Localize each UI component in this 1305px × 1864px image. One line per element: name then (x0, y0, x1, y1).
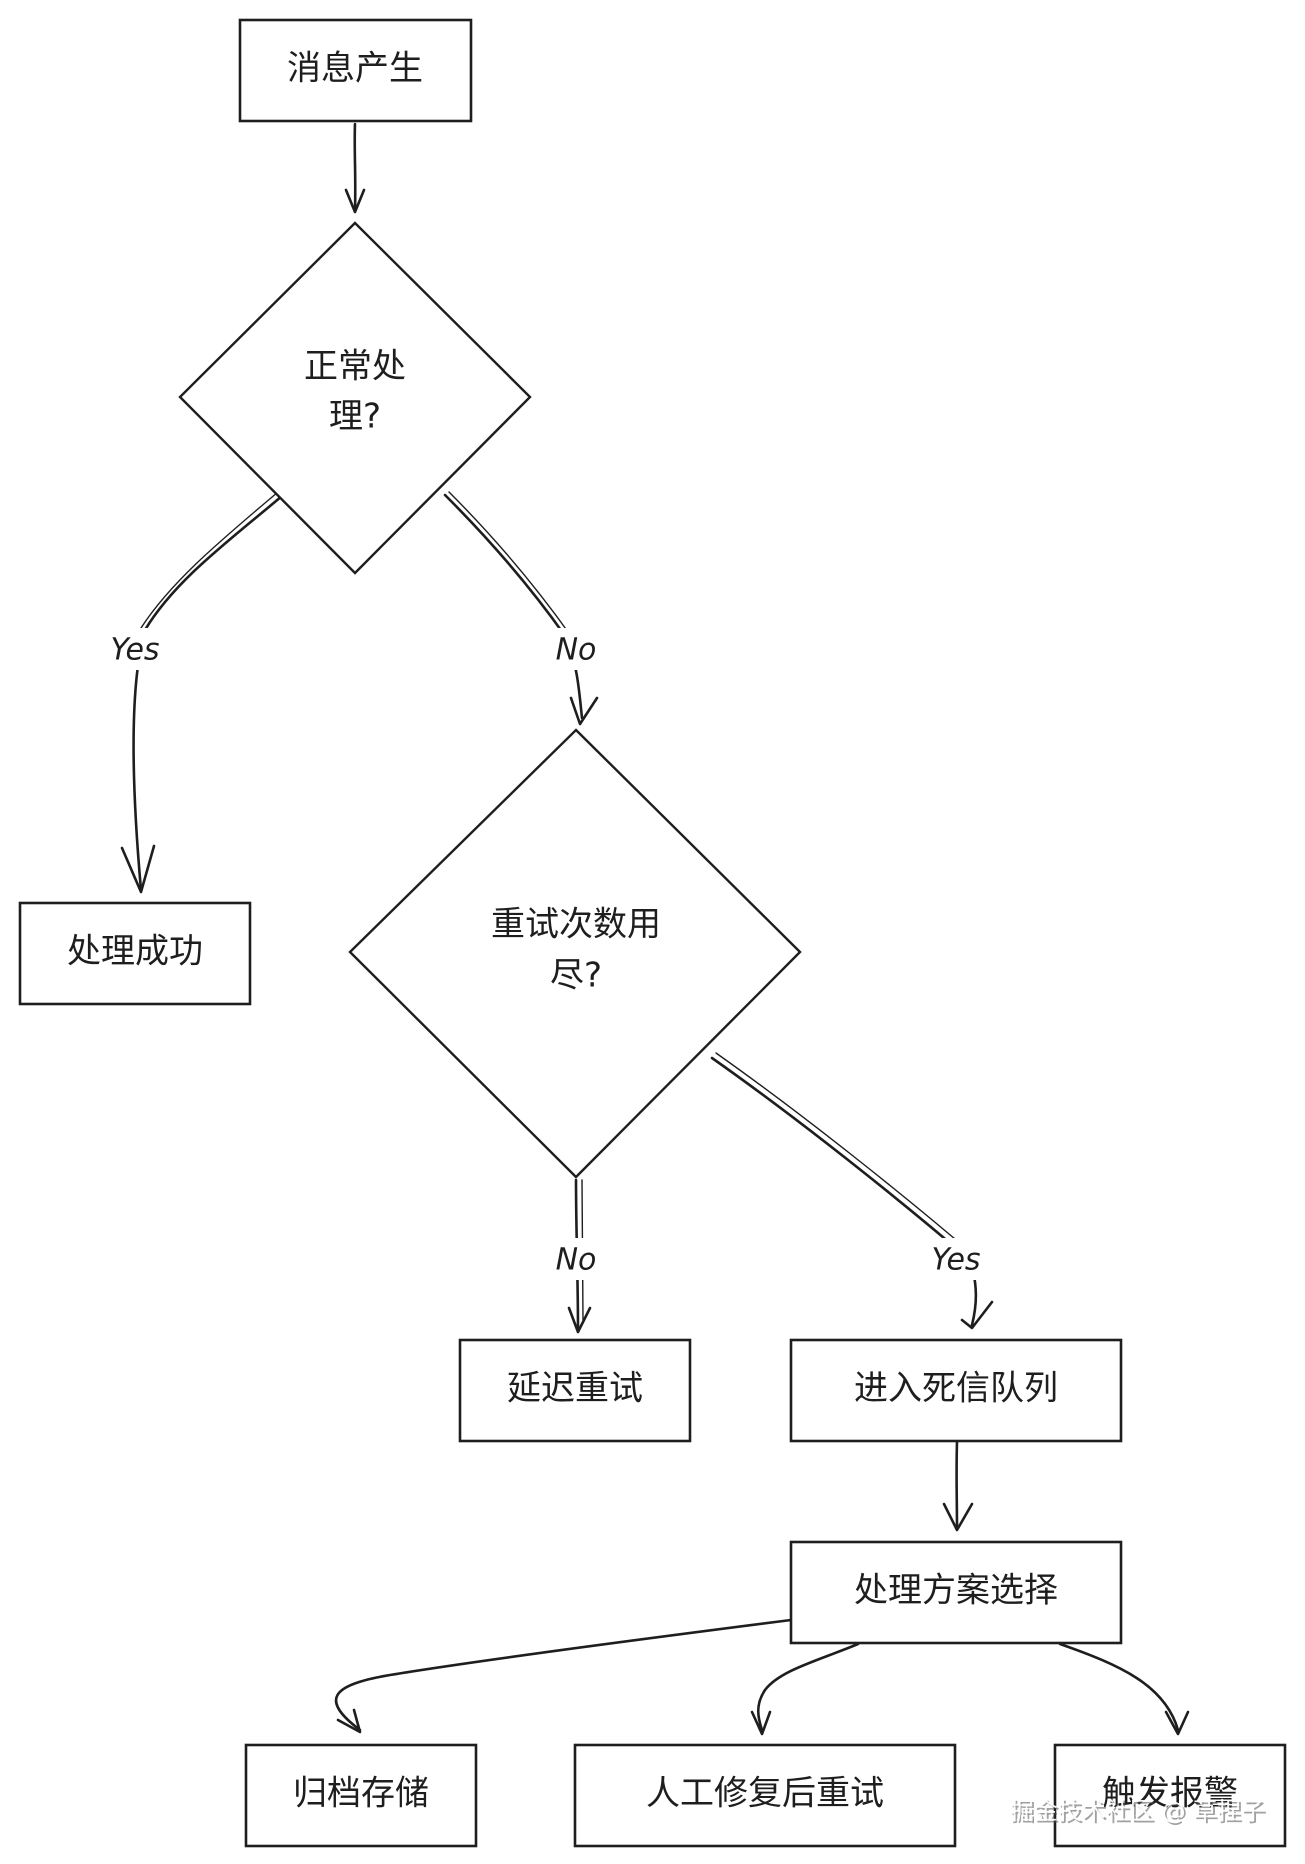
edge-normal-yes (132, 494, 284, 892)
node-manual-fix-retry-label: 人工修复后重试 (646, 1774, 884, 1814)
node-retry-exhausted-decision: 重试次数用 尽? (348, 728, 802, 1179)
node-trigger-alert: 触发报警 (1053, 1743, 1287, 1848)
edge-retry-yes (710, 1056, 978, 1327)
edge-label-retry-no: No (556, 1243, 597, 1278)
node-message-produced-label: 消息产生 (287, 49, 423, 89)
node-archive-storage: 归档存储 (244, 1743, 478, 1848)
edge-plan-to-manual (756, 1642, 860, 1732)
node-normal-process-label-2: 理? (329, 397, 381, 437)
node-delay-retry-label: 延迟重试 (507, 1369, 643, 1409)
node-retry-exhausted-label-1: 重试次数用 (491, 905, 661, 945)
edge-label-normal-no: No (556, 633, 597, 668)
arrowhead-retry-yes (960, 1300, 994, 1330)
watermark-text: 掘金技术社区 @ 草捏子 (1010, 1797, 1265, 1825)
node-enter-dlq: 进入死信队列 (789, 1338, 1123, 1443)
arrowhead-normal-yes (120, 844, 156, 894)
node-delay-retry: 延迟重试 (458, 1338, 692, 1443)
edge-produce-to-normal (353, 122, 357, 212)
node-process-success: 处理成功 (18, 901, 252, 1006)
arrowhead-normal-no (569, 696, 599, 726)
node-retry-exhausted-label-2: 尽? (550, 956, 602, 996)
edge-label-retry-yes: Yes (931, 1243, 980, 1278)
node-message-produced: 消息产生 (238, 18, 473, 123)
arrowhead-retry-no (567, 1306, 592, 1334)
arrowhead-plan-to-alert (1164, 1710, 1190, 1736)
edge-plan-to-alert (1058, 1642, 1180, 1732)
edge-label-normal-yes: Yes (110, 633, 159, 668)
node-normal-process-label-1: 正常处 (304, 347, 406, 387)
svg-text:掘金技术社区 @ 草捏子: 掘金技术社区 @ 草捏子 (1012, 1799, 1267, 1827)
arrowhead-produce-to-normal (344, 188, 366, 214)
node-process-success-label: 处理成功 (67, 932, 203, 972)
node-trigger-alert-label: 触发报警 (1102, 1774, 1238, 1814)
node-choose-plan: 处理方案选择 (789, 1540, 1123, 1645)
edge-plan-to-archive (334, 1618, 793, 1732)
node-enter-dlq-label: 进入死信队列 (854, 1369, 1058, 1409)
node-manual-fix-retry: 人工修复后重试 (573, 1743, 957, 1848)
arrowhead-plan-to-archive (336, 1708, 362, 1734)
arrowhead-dlq-to-plan (942, 1502, 974, 1532)
node-archive-storage-label: 归档存储 (293, 1774, 429, 1814)
node-choose-plan-label: 处理方案选择 (854, 1571, 1058, 1611)
node-normal-process-decision: 正常处 理? (178, 221, 532, 575)
edge-normal-no (443, 493, 584, 720)
arrowhead-plan-to-manual (750, 1710, 772, 1736)
